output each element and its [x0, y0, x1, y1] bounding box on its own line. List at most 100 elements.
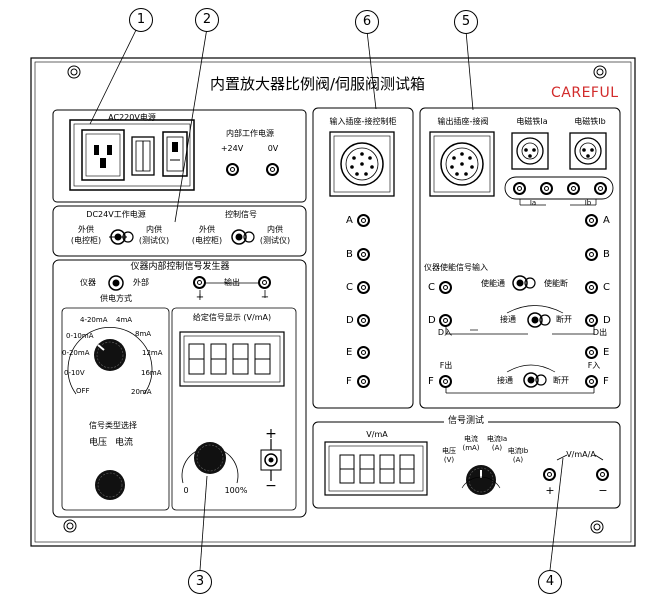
ib-small-label: Ib: [584, 199, 592, 207]
f-disconnect-label: 断开: [553, 376, 569, 385]
ctrl-ext-label: 外供: [199, 225, 215, 234]
ctrl-toggle-switch: [231, 229, 255, 245]
f-switch[interactable]: [521, 370, 549, 390]
meter-sw-current-unit: (mA): [462, 444, 480, 452]
callout-5: 5: [454, 10, 478, 34]
input-jack-e[interactable]: [357, 346, 370, 359]
range-0-10ma: 0-10mA: [66, 332, 94, 340]
f-out-label: F出: [439, 361, 453, 370]
corner-screws: [63, 65, 607, 534]
meter-sw-ib-unit: (A): [512, 456, 524, 464]
output-letter-a: A: [603, 215, 610, 226]
signal-type-title: 信号类型选择: [89, 421, 137, 430]
meter-plus-jack[interactable]: [543, 468, 556, 481]
input-connector[interactable]: [330, 132, 394, 196]
supply-mode-switch[interactable]: [106, 273, 128, 293]
zerov-label: 0V: [267, 144, 279, 153]
input-letter-d: D: [346, 315, 354, 326]
range-12ma: 12mA: [142, 349, 163, 357]
input-letter-f: F: [346, 376, 352, 387]
meter-plus-label: +: [545, 484, 555, 497]
input-jack-f[interactable]: [357, 375, 370, 388]
ia-jack-2[interactable]: [540, 182, 553, 195]
ac-power-inlet[interactable]: [70, 120, 194, 190]
supply-mode-label: 供电方式: [100, 294, 132, 303]
signal-type-current: 电流: [114, 438, 134, 448]
output-jack-b[interactable]: [585, 248, 598, 261]
output-letter-f: F: [603, 376, 609, 387]
meter-minus-jack[interactable]: [596, 468, 609, 481]
solenoid-ib-connector[interactable]: [570, 133, 606, 169]
ia-small-label: Ia: [529, 199, 537, 207]
setpoint-title: 给定信号显示 (V/mA): [192, 313, 272, 322]
input-panel-title: 输入插座-接控制柜: [329, 117, 397, 126]
output-jack-c[interactable]: [585, 281, 598, 294]
external-label: 外部: [133, 278, 149, 287]
dc24-ext-label: 外供: [78, 225, 94, 234]
input-jack-c[interactable]: [357, 281, 370, 294]
output-label: 输出: [224, 278, 240, 287]
output-letter-b: B: [603, 249, 610, 260]
meter-sw-ia-unit: (A): [491, 444, 503, 452]
plus24-jack[interactable]: [226, 163, 239, 176]
ctrl-signal-label: 控制信号: [225, 210, 257, 219]
d-in-jack[interactable]: [439, 314, 452, 327]
enable-c-jack[interactable]: [439, 281, 452, 294]
range-selector-knob[interactable]: [94, 339, 126, 371]
gen-output-minus-jack[interactable]: [258, 276, 271, 289]
output-letter-c: C: [603, 282, 610, 293]
meter-sw-current: 电流: [464, 435, 478, 443]
range-8ma: 8mA: [135, 330, 152, 338]
enable-off-label: 使能断: [544, 279, 568, 288]
ctrl-int-label: 内供: [267, 225, 283, 234]
range-16ma: 16mA: [141, 369, 162, 377]
range-0-20ma: 0-20mA: [62, 349, 90, 357]
solenoid-ia-label: 电磁铁Ia: [516, 117, 548, 126]
dc24-int-label: 内供: [146, 225, 162, 234]
panel-title: 内置放大器比例阀/伺服阀测试箱: [210, 75, 426, 93]
ib-jack-1[interactable]: [567, 182, 580, 195]
d-disconnect-label: 断开: [556, 315, 572, 324]
dc24-switch[interactable]: [108, 227, 136, 247]
zerov-jack[interactable]: [266, 163, 279, 176]
enable-on-label: 使能通: [481, 279, 505, 288]
d-switch[interactable]: [525, 310, 553, 330]
input-jack-d[interactable]: [357, 314, 370, 327]
range-off: OFF: [76, 387, 90, 395]
setpoint-zero: 0: [183, 486, 189, 495]
setpoint-hundred: 100%: [224, 486, 248, 495]
output-panel-title: 输出插座-接阀: [437, 117, 489, 126]
enable-switch[interactable]: [510, 273, 538, 293]
ctrl-int-sub: (测试仪): [259, 236, 291, 245]
ctrl-switch[interactable]: [229, 227, 257, 247]
generator-title: 仪器内部控制信号发生器: [130, 262, 230, 272]
output-jack-f[interactable]: [585, 375, 598, 388]
solenoid-ia-connector[interactable]: [512, 133, 548, 169]
input-jack-a[interactable]: [357, 214, 370, 227]
output-jack-e[interactable]: [585, 346, 598, 359]
output-jack-a[interactable]: [585, 214, 598, 227]
solenoid-ib-label: 电磁铁Ib: [574, 117, 606, 126]
meter-sw-voltage-unit: (V): [443, 456, 455, 464]
meter-selector-knob[interactable]: [466, 465, 496, 495]
ia-jack-1[interactable]: [513, 182, 526, 195]
instrument-label: 仪器: [80, 278, 96, 287]
meter-unit-label: V/mA: [366, 430, 388, 439]
meter-minus-label: −: [598, 484, 608, 497]
callout-2: 2: [195, 8, 219, 32]
ib-jack-2[interactable]: [594, 182, 607, 195]
input-jack-b[interactable]: [357, 248, 370, 261]
input-letter-e: E: [346, 347, 353, 358]
signal-type-voltage: 电压: [88, 438, 108, 448]
output-connector[interactable]: [430, 132, 494, 196]
f-out-jack[interactable]: [439, 375, 452, 388]
enable-c-letter: C: [428, 282, 435, 293]
binding-post[interactable]: [261, 450, 281, 470]
gen-output-plus-jack[interactable]: [193, 276, 206, 289]
ctrl-ext-sub: (电控柜): [191, 236, 223, 245]
signal-type-knob[interactable]: [95, 470, 125, 500]
output-jack-d[interactable]: [585, 314, 598, 327]
dc24-int-sub: (测试仪): [138, 236, 170, 245]
setpoint-knob[interactable]: [194, 442, 226, 474]
